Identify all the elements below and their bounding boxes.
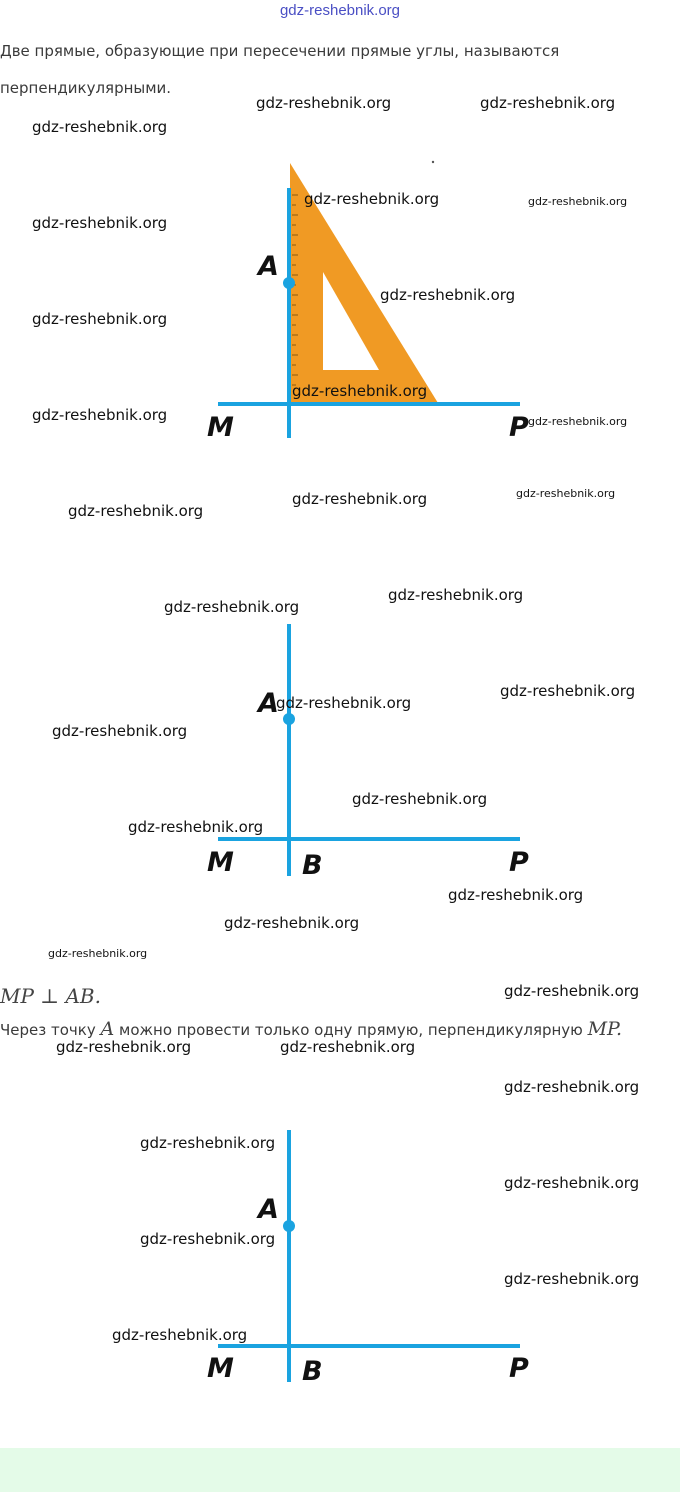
conclusion-var-mp: MP. [587, 1018, 622, 1040]
label-b: B [302, 850, 323, 881]
label-p: P [509, 847, 529, 878]
intro-line-1: Две прямые, образующие при пересечении п… [0, 42, 560, 60]
watermark: gdz-reshebnik.org [32, 406, 168, 424]
perpendicular-statement: MP ⊥ AB. [0, 984, 101, 1008]
watermark: gdz-reshebnik.org [504, 1174, 640, 1192]
intro-line-2: перпендикулярными. [0, 79, 172, 97]
figure-set-square: A M P [207, 160, 529, 443]
point-a [283, 713, 295, 725]
watermark: gdz-reshebnik.org [276, 694, 412, 712]
ruler-ticks [292, 194, 298, 386]
label-a: A [256, 1194, 279, 1225]
conclusion-var-a: A [100, 1018, 115, 1040]
set-square-hole [323, 272, 379, 370]
label-m: M [207, 847, 234, 878]
watermark: gdz-reshebnik.org [56, 1038, 192, 1056]
watermark: gdz-reshebnik.org [48, 947, 148, 960]
watermark: gdz-reshebnik.org [304, 190, 440, 208]
watermark: gdz-reshebnik.org [388, 586, 524, 604]
watermark: gdz-reshebnik.org [448, 886, 584, 904]
watermark: gdz-reshebnik.org [504, 1270, 640, 1288]
watermark: gdz-reshebnik.org [52, 722, 188, 740]
small-dot [431, 160, 435, 164]
conclusion-text-2: можно провести только одну прямую, перпе… [114, 1021, 588, 1039]
watermark: gdz-reshebnik.org [352, 790, 488, 808]
watermark: gdz-reshebnik.org [68, 502, 204, 520]
point-a [283, 1220, 295, 1232]
figure-perpendicular-2: A M B P [207, 1130, 529, 1387]
watermark: gdz-reshebnik.org [224, 914, 360, 932]
watermark: gdz-reshebnik.org [292, 382, 428, 400]
conclusion-text-1: Через точку [0, 1021, 101, 1039]
label-p: P [509, 1353, 529, 1384]
label-a: A [256, 688, 279, 719]
watermark: gdz-reshebnik.org [528, 195, 628, 208]
watermark: gdz-reshebnik.org [292, 490, 428, 508]
label-p: P [509, 412, 529, 443]
watermark: gdz-reshebnik.org [112, 1326, 248, 1344]
point-a [283, 277, 295, 289]
watermark: gdz-reshebnik.org [256, 94, 392, 112]
label-m: M [207, 1353, 234, 1384]
conclusion-line: Через точку A можно провести только одну… [0, 1018, 622, 1040]
watermark: gdz-reshebnik.org [32, 310, 168, 328]
watermark: gdz-reshebnik.org [280, 1038, 416, 1056]
label-a: A [256, 251, 279, 282]
site-link[interactable]: gdz-reshebnik.org [279, 2, 401, 19]
footer-band [0, 1448, 680, 1492]
watermark: gdz-reshebnik.org [504, 982, 640, 1000]
label-m: M [207, 412, 234, 443]
watermark: gdz-reshebnik.org [500, 682, 636, 700]
watermark: gdz-reshebnik.org [128, 818, 264, 836]
watermark: gdz-reshebnik.org [140, 1134, 276, 1152]
watermark: gdz-reshebnik.org [140, 1230, 276, 1248]
watermark: gdz-reshebnik.org [380, 286, 516, 304]
watermark: gdz-reshebnik.org [480, 94, 616, 112]
watermark: gdz-reshebnik.org [504, 1078, 640, 1096]
watermark: gdz-reshebnik.org [32, 118, 168, 136]
figure-perpendicular-1: A M B P [207, 624, 529, 881]
watermark: gdz-reshebnik.org [528, 415, 628, 428]
watermark: gdz-reshebnik.org [516, 487, 616, 500]
label-b: B [302, 1356, 323, 1387]
watermark: gdz-reshebnik.org [32, 214, 168, 232]
watermark: gdz-reshebnik.org [164, 598, 300, 616]
